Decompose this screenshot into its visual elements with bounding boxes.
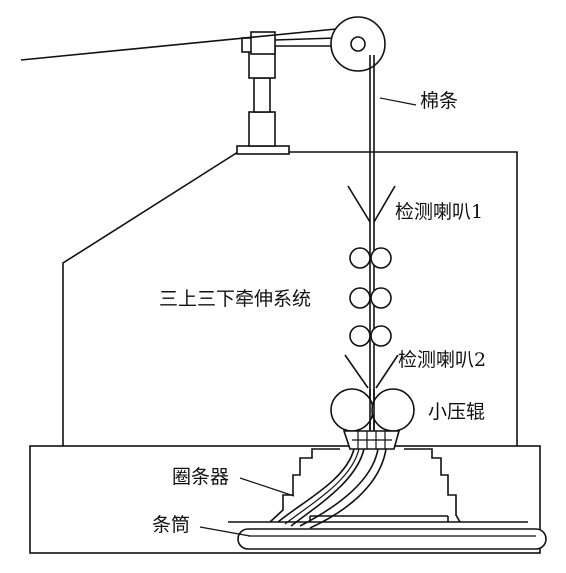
drafting-rollers <box>349 247 392 347</box>
label-calender-roller: 小压辊 <box>428 401 485 423</box>
guide-pulley <box>330 16 386 72</box>
coiler-shroud <box>269 448 461 523</box>
calender-rollers <box>330 388 415 432</box>
label-coiler: 圈条器 <box>172 466 229 488</box>
label-drafting-system: 三上三下牵伸系统 <box>159 288 311 310</box>
label-detect-horn-1: 检测喇叭1 <box>395 201 483 223</box>
label-can: 条筒 <box>152 514 190 536</box>
sliver-feed <box>20 28 337 61</box>
label-detect-horn-2: 检测喇叭2 <box>398 349 486 371</box>
detect-horn-2 <box>344 354 399 389</box>
detect-horn-1 <box>347 185 396 223</box>
sliver-can <box>228 515 547 550</box>
coiler-head <box>342 430 401 450</box>
sliver-path <box>369 55 417 430</box>
leader-lines <box>199 477 295 537</box>
creel-column <box>236 31 290 155</box>
label-sliver: 棉条 <box>420 90 458 112</box>
